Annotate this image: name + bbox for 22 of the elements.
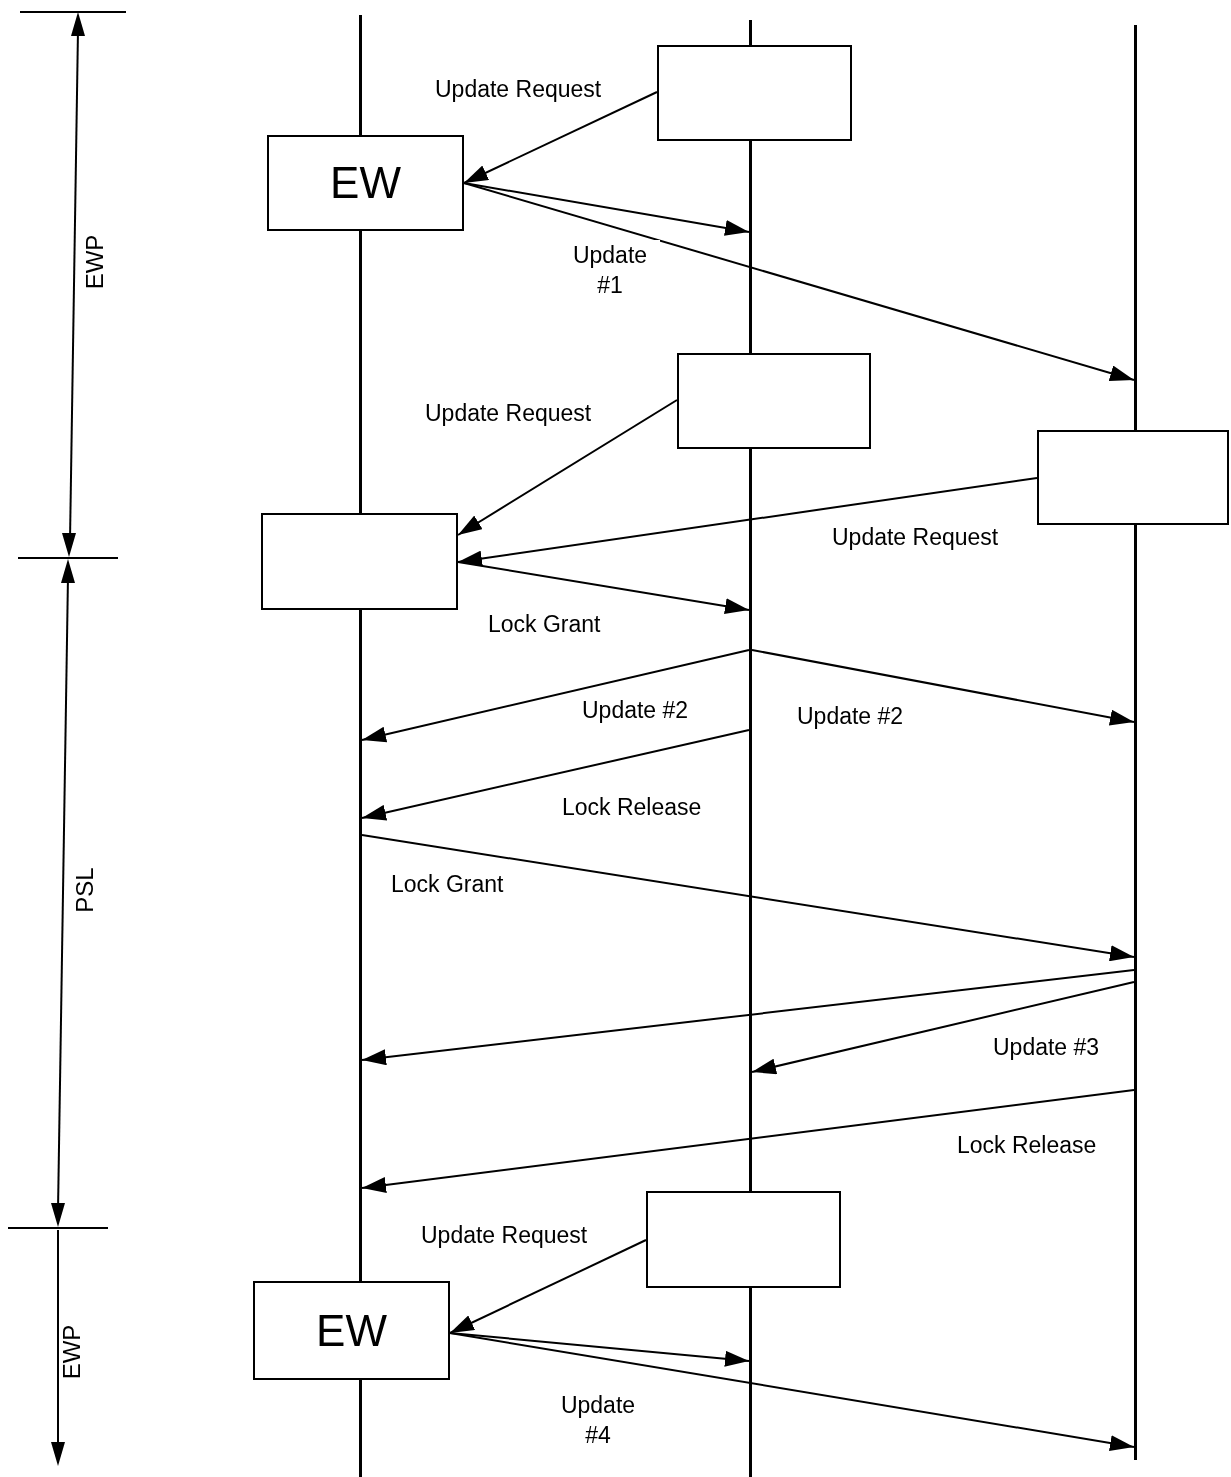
process-box: EW bbox=[267, 135, 464, 231]
message-arrow bbox=[463, 182, 750, 236]
message-arrow bbox=[361, 649, 750, 743]
message-arrow bbox=[457, 399, 678, 536]
message-arrow bbox=[449, 1239, 647, 1334]
lifeline bbox=[1134, 25, 1137, 1460]
message-arrow bbox=[449, 1332, 1135, 1451]
message-box bbox=[1037, 430, 1229, 525]
message-arrow bbox=[361, 729, 750, 821]
message-arrow bbox=[463, 182, 1135, 381]
process-box: EW bbox=[253, 1281, 450, 1380]
message-box bbox=[261, 513, 458, 610]
message-box bbox=[646, 1191, 841, 1288]
message-box bbox=[677, 353, 871, 449]
message-arrow bbox=[751, 649, 1135, 726]
message-arrow bbox=[751, 981, 1135, 1075]
message-arrow bbox=[457, 561, 750, 614]
message-arrow bbox=[361, 834, 1135, 962]
message-arrow bbox=[361, 969, 1135, 1066]
message-arrow bbox=[463, 91, 658, 184]
message-box bbox=[657, 45, 852, 141]
message-arrow bbox=[361, 1089, 1135, 1193]
